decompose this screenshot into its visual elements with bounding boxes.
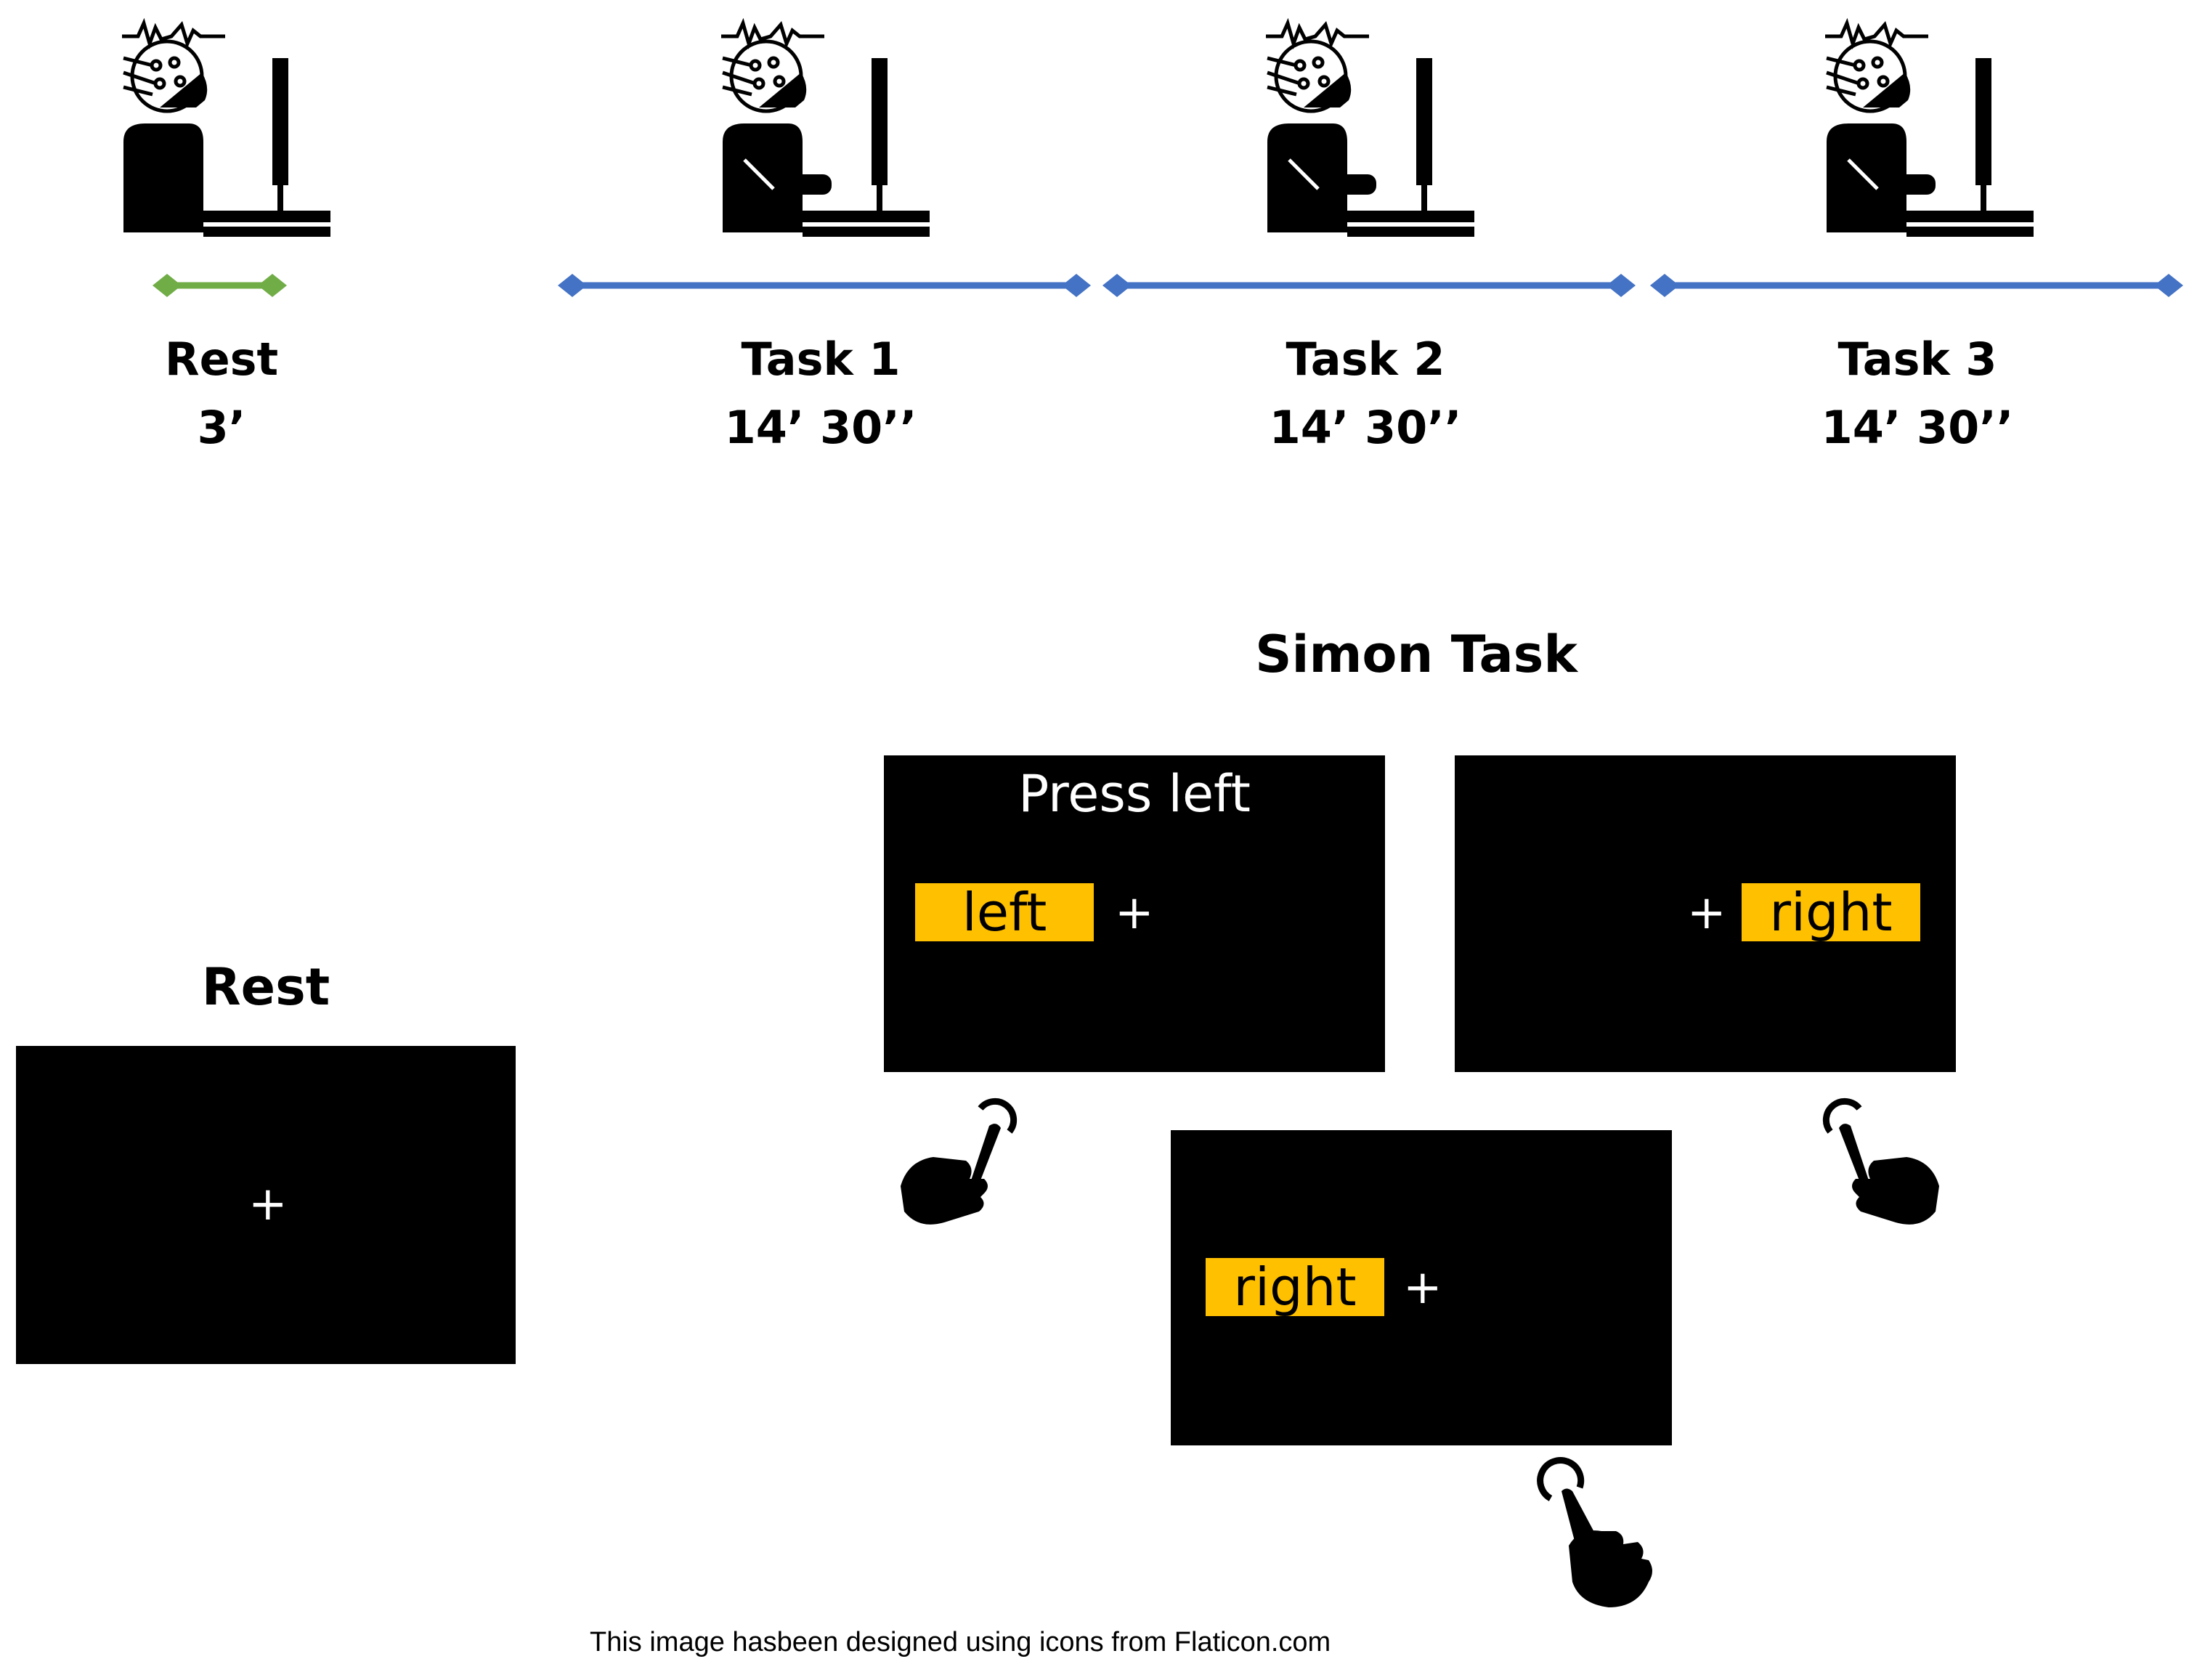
fixation-cross: + [248,1177,288,1231]
rest-duration-bar [153,274,287,297]
simon-task-title: Simon Task [1255,625,1577,684]
phase-name-task3: Task 3 [1837,333,1997,386]
phase-duration-task1: 14’ 30’’ [724,401,917,454]
rest-panel-title: Rest [201,957,330,1017]
eeg-subject-at-computer-icon [122,17,330,237]
phase-duration-task2: 14’ 30’’ [1269,401,1462,454]
stimulus-word-box: left [915,882,1094,943]
fixation-cross: + [1687,886,1726,940]
eeg-subject-at-computer-icon [1825,17,2034,237]
phase-name-task2: Task 2 [1286,333,1445,386]
instruction-text: Press left [1018,764,1251,824]
stimulus-word-box: right [1742,882,1920,943]
simon-screen-3: right + [1171,1130,1672,1445]
task2-duration-bar [1102,274,1636,297]
stimulus-word-box: right [1206,1257,1384,1318]
phase-name-task1: Task 1 [741,333,901,386]
pointing-hand-tap-icon [1537,1457,1652,1607]
eeg-subject-at-computer-icon [721,17,930,237]
phase-duration-task3: 14’ 30’’ [1821,401,2014,454]
task3-duration-bar [1650,274,2183,297]
timeline-bars [153,274,2183,297]
task1-duration-bar [558,274,1091,297]
rest-screen: + [16,1046,516,1364]
phase-name-rest: Rest [164,333,279,386]
eeg-subject-at-computer-icon [1266,17,1474,237]
pointing-hand-tap-icon [1822,1097,1939,1225]
simon-screen-1: Press left left + [884,755,1385,1072]
credit-text: This image hasbeen designed using icons … [590,1627,1331,1657]
fixation-cross: + [1115,886,1154,940]
phase-duration-rest: 3’ [197,401,246,454]
simon-screen-2: + right [1455,755,1956,1072]
fixation-cross: + [1403,1261,1442,1315]
pointing-hand-tap-icon [901,1097,1018,1225]
